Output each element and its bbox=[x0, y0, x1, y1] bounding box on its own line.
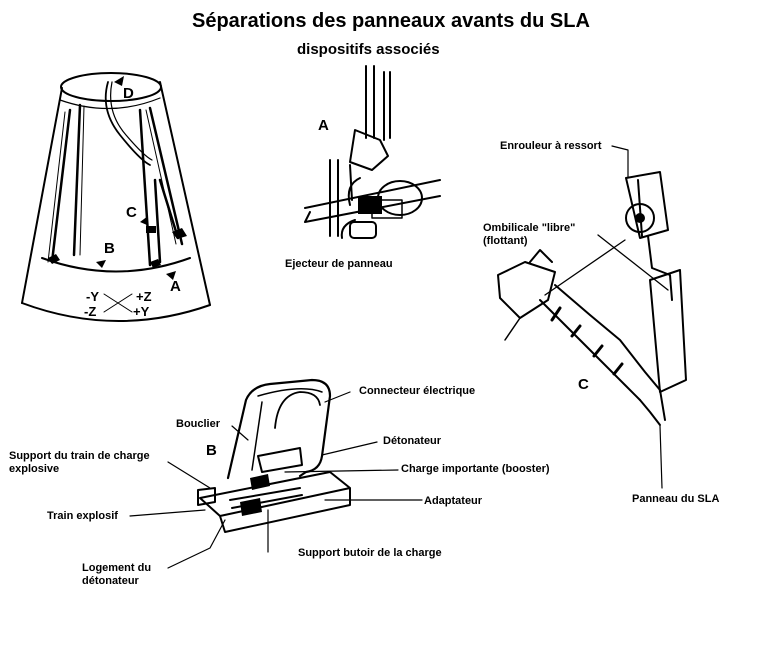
cone-rods-thin bbox=[47, 105, 177, 263]
reel-leader bbox=[611, 145, 629, 179]
detonator-label: Détonateur bbox=[383, 435, 442, 447]
umbilical-arm bbox=[639, 389, 666, 426]
shield-outline bbox=[226, 378, 332, 480]
cone-view bbox=[21, 72, 211, 322]
diagram-title: Séparations des panneaux avants du SLA bbox=[192, 10, 590, 32]
cone-bottom-ring bbox=[21, 302, 211, 322]
adapter-label: Adaptateur bbox=[424, 495, 483, 507]
cone-letter-c: C bbox=[126, 204, 137, 221]
umbilical-lines bbox=[544, 234, 669, 296]
cone-pointer-b bbox=[96, 260, 106, 268]
panel-label: Panneau du SLA bbox=[632, 493, 720, 505]
ejector-view bbox=[304, 65, 441, 239]
cone-pointer-a bbox=[166, 271, 176, 280]
stop-support-label: Support butoir de la charge bbox=[298, 547, 442, 559]
charge-letter: B bbox=[206, 442, 217, 459]
ejector-body bbox=[329, 159, 353, 237]
axis-label-plus-z: +Z bbox=[136, 289, 152, 304]
charge-detonator bbox=[257, 447, 303, 473]
ejector-rods bbox=[365, 65, 391, 141]
umbilical-plug bbox=[497, 249, 556, 319]
shield-label: Bouclier bbox=[176, 418, 221, 430]
umbilical-view bbox=[497, 145, 687, 489]
panel-leader bbox=[659, 425, 663, 489]
ejector-caption: Ejecteur de panneau bbox=[285, 258, 393, 270]
axis-cross bbox=[103, 293, 133, 313]
ejector-cylinder bbox=[349, 221, 377, 239]
ejector-plate bbox=[371, 199, 403, 219]
umbilical-hose bbox=[539, 284, 661, 401]
reel-arm bbox=[647, 235, 673, 301]
axis-label-plus-y: +Y bbox=[133, 304, 150, 319]
reel-drum bbox=[625, 203, 655, 233]
axis-label-minus-z: -Z bbox=[84, 304, 97, 319]
cone-fittings bbox=[48, 226, 187, 268]
connector-cable bbox=[274, 391, 321, 429]
cone-pointer-c bbox=[140, 216, 148, 225]
cone-lower-ring bbox=[41, 257, 191, 273]
connector-label: Connecteur électrique bbox=[359, 385, 476, 397]
housing-label-line1: Logement du bbox=[82, 562, 152, 574]
support-label-line2: explosive bbox=[9, 463, 60, 475]
charge-block bbox=[240, 474, 270, 516]
charge-leaders bbox=[129, 391, 423, 569]
umbilical-label-line1: Ombilicale "libre" bbox=[483, 222, 576, 234]
cone-letter-b: B bbox=[104, 240, 115, 257]
diagram-subtitle: dispositifs associés bbox=[297, 41, 440, 58]
cone-umbilical-2 bbox=[110, 81, 153, 161]
umbilical-hose-stripes bbox=[550, 306, 624, 376]
axis-label-minus-y: -Y bbox=[86, 289, 99, 304]
reel-label: Enrouleur à ressort bbox=[500, 140, 602, 152]
reel-hub bbox=[635, 213, 645, 223]
sla-panel bbox=[649, 269, 687, 393]
charge-view bbox=[129, 378, 423, 569]
cone-outline bbox=[21, 81, 211, 306]
cone-letter-d: D bbox=[123, 85, 134, 102]
support-label-line1: Support du train de charge bbox=[9, 450, 150, 462]
booster-label: Charge importante (booster) bbox=[401, 463, 550, 475]
ejector-block bbox=[358, 196, 382, 214]
cone-pointer-d bbox=[114, 76, 124, 86]
cone-letter-a: A bbox=[170, 278, 181, 295]
ejector-cable-loop bbox=[377, 180, 423, 216]
ejector-bracket bbox=[349, 129, 389, 171]
ejector-cable bbox=[340, 177, 361, 239]
cone-umbilical bbox=[104, 81, 151, 166]
umbilical-label-line2: (flottant) bbox=[483, 235, 528, 247]
charge-base bbox=[199, 471, 351, 533]
umbilical-lanyard bbox=[504, 317, 521, 341]
umbilical-letter: C bbox=[578, 376, 589, 393]
train-label: Train explosif bbox=[47, 510, 118, 522]
cone-inner-ring bbox=[59, 97, 161, 110]
shield-inner bbox=[251, 388, 323, 471]
housing-label-line2: détonateur bbox=[82, 575, 139, 587]
cone-rods bbox=[50, 103, 184, 267]
ejector-letter: A bbox=[318, 117, 329, 134]
